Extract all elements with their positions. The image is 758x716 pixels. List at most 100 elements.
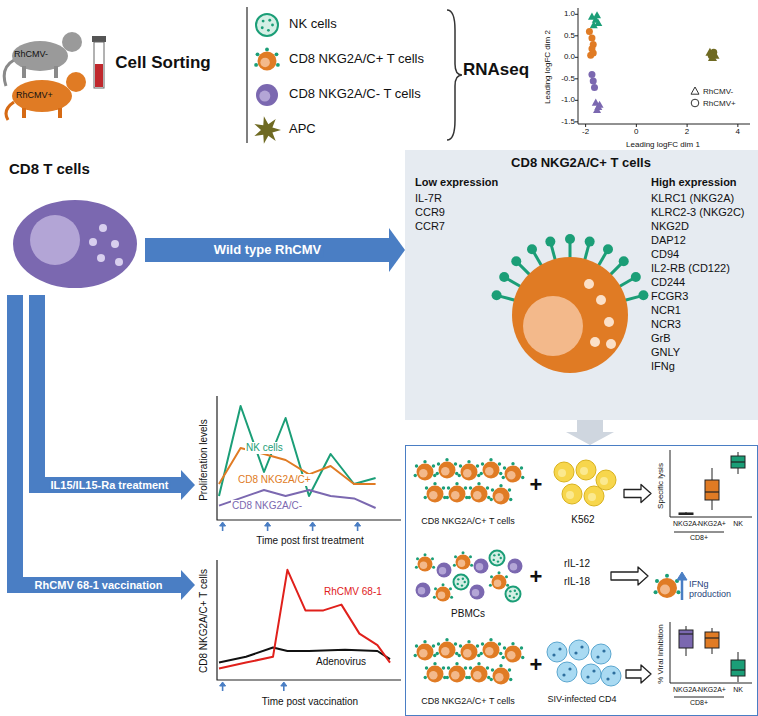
receptor-head: [638, 290, 648, 300]
expression-panel-text: GNLY: [651, 346, 680, 359]
granule-dot: [425, 666, 428, 669]
vaccination-chart: CD8 NKG2A/C+ T cellsRhCMV 68-1Adenovirus…: [195, 556, 405, 712]
receptor-stalk: [610, 264, 621, 275]
box: [705, 480, 719, 500]
granule-dot: [271, 24, 274, 27]
granule-dot: [676, 590, 680, 594]
lysis-boxplot-text: NK: [733, 520, 743, 528]
granule-dot: [514, 590, 516, 592]
granule-dot: [493, 554, 495, 556]
mds-plot-text: -0.5: [561, 74, 575, 83]
granule-dot: [437, 462, 440, 465]
proliferation-chart-text: CD8 NKG2A/C-: [231, 500, 303, 512]
nkg2a-positive-cell: [417, 464, 434, 481]
cell-nucleus: [458, 559, 466, 567]
granule-dot: [457, 583, 459, 585]
granule-dot: [455, 662, 458, 665]
nkg2a-positive-cell: [449, 486, 466, 503]
monkey-body: [12, 80, 72, 112]
granule-dot: [455, 482, 458, 485]
granule-dot: [468, 496, 471, 499]
nk-cell: [454, 575, 469, 590]
cell-nucleus: [420, 561, 428, 569]
inhibition-boxplot-text: CD8+: [690, 699, 708, 707]
nkg2a-positive-cell: [461, 464, 478, 481]
chart-axis: [217, 396, 401, 520]
box-median: [679, 633, 693, 634]
treatment-arrow-head: [220, 682, 226, 686]
cell-nucleus: [600, 477, 608, 485]
expression-panel-text: CD94: [651, 248, 679, 261]
tick: [687, 124, 688, 127]
granule-dot: [509, 498, 512, 501]
mds-plot-text: 1.0: [564, 10, 575, 19]
nkg2a-positive-cell: [657, 578, 677, 598]
point-circle: [586, 28, 593, 35]
expression-panel-text: KLRC1 (NKG2A): [651, 192, 734, 205]
receptor-stalk: [598, 253, 606, 267]
monkey-legs: [24, 66, 56, 78]
nkg2a-positive-cell: [439, 462, 456, 479]
mds-plot: 1.00.50.0-0.5-1.0-1.5Leading logFC dim 2…: [538, 4, 756, 156]
block-arrow: [566, 420, 614, 445]
proliferation-chart: Proliferation levelsNK cellsCD8 NKG2A/C+…: [195, 392, 405, 550]
cell-cluster: CD8 NKG2A/C+ T cells: [411, 634, 526, 714]
granule-dot: [265, 48, 269, 52]
granule-dot: [520, 466, 523, 469]
ifng-readout-text: IFNg production: [689, 579, 753, 600]
granule-dot: [509, 678, 512, 681]
point-circle: [591, 84, 598, 91]
cell-nucleus: [418, 587, 426, 595]
point-circle: [590, 77, 597, 84]
cd4-cell: [591, 644, 611, 664]
granule-dot: [424, 676, 427, 679]
granule-dot: [434, 587, 437, 590]
nkg2a-positive-cell: [436, 587, 451, 602]
ifng-readout: IFNg production: [651, 546, 755, 626]
granule-dot: [497, 560, 499, 562]
mds-plot-text: Leading logFC dim 1: [626, 140, 700, 149]
granule-dot: [511, 462, 514, 465]
granule-dot: [665, 574, 669, 578]
granule-dot: [254, 63, 258, 67]
proliferation-chart-text: Proliferation levels: [198, 419, 210, 501]
granule-dot: [442, 583, 445, 586]
expression-panel-text: GrB: [651, 332, 671, 345]
virus-dot: [558, 647, 561, 650]
granule-dot: [436, 652, 439, 655]
granule-dot: [500, 557, 502, 559]
granule-dot: [457, 578, 459, 580]
granule-dot: [436, 472, 439, 475]
granule-dot: [464, 581, 466, 583]
tick: [636, 124, 637, 127]
lysis-boxplot-text: NKG2A+: [698, 520, 726, 528]
point-triangle: [593, 11, 601, 18]
nkg2a-positive-cell: [471, 666, 488, 683]
cell-nucleus: [419, 649, 428, 658]
cytokines: rIL-12rIL-18: [546, 554, 608, 598]
box-median: [705, 637, 719, 638]
legend-item: RhCMV-: [690, 86, 733, 96]
nkg2a-positive-cell: [483, 642, 500, 659]
granule-dot: [606, 339, 616, 349]
cell-nucleus: [580, 467, 588, 475]
granule-dot: [424, 553, 427, 556]
cell-nucleus: [507, 471, 516, 480]
illustration: [245, 5, 450, 145]
group-line: [674, 532, 724, 533]
receptor-head: [565, 234, 575, 244]
cell-nucleus: [660, 585, 670, 595]
granule-dot: [486, 486, 489, 489]
virus-dot: [552, 653, 555, 656]
granule-dot: [446, 496, 449, 499]
illustration: [654, 620, 754, 712]
receptor-head: [631, 272, 641, 282]
granule-dot: [498, 642, 501, 645]
box: [705, 632, 719, 648]
monkey-figure: RhCMV-RhCMV+: [2, 18, 110, 122]
granule-dot: [590, 337, 600, 347]
nkg2a-negative-cell: [437, 563, 452, 578]
nkg2a-positive-cell: [427, 486, 444, 503]
receptor-stalk: [584, 245, 588, 260]
tick: [575, 57, 578, 58]
